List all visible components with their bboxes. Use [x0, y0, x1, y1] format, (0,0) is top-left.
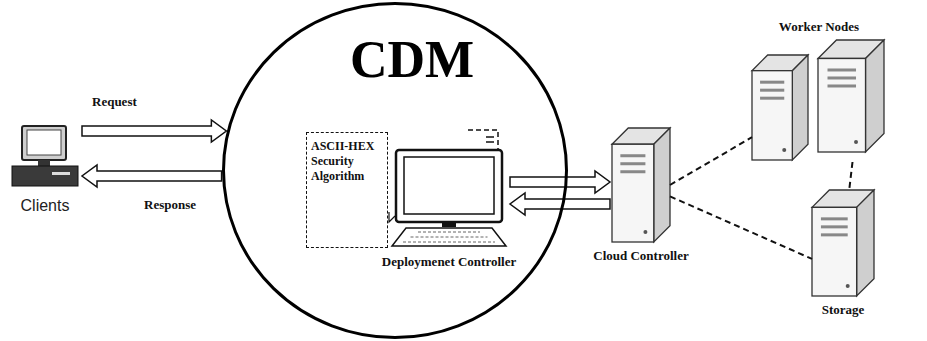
client-computer: Clients [10, 124, 80, 190]
security-algorithm-box: ASCII-HEX Security Algorithm [306, 132, 388, 248]
tower-outline [468, 130, 498, 150]
server-front [752, 71, 792, 160]
hollow-arrow [510, 171, 610, 193]
worker-node-servers: Worker Nodes [752, 38, 886, 162]
server-slot [828, 68, 857, 71]
deployment-computer-icon [389, 130, 506, 246]
server-slot [821, 233, 848, 236]
server-side [654, 128, 670, 242]
server-slot [760, 81, 784, 84]
server-front [812, 207, 857, 296]
storage-server: Storage [812, 190, 874, 296]
worker-node-icon [752, 55, 808, 160]
node-label: Deploymenet Controller [382, 254, 516, 270]
server-light [854, 140, 858, 144]
monitor [396, 150, 502, 222]
worker-node-icon [818, 40, 884, 152]
server-slot [620, 154, 645, 157]
server-front [612, 144, 654, 242]
keyboard [392, 228, 506, 246]
storage-icon [812, 190, 874, 296]
server-slot [828, 84, 857, 87]
key-row [411, 237, 488, 238]
node-label: Cloud Controller [593, 248, 688, 264]
case [12, 166, 78, 186]
key-row [418, 232, 480, 233]
monitor [22, 126, 66, 160]
server-side [857, 190, 874, 296]
server-slot [821, 217, 848, 220]
dashed-link [670, 196, 812, 259]
screen [27, 130, 61, 155]
server-slot [760, 89, 784, 92]
server-light [846, 284, 850, 288]
dashed-link [670, 137, 752, 185]
node-label: Storage [822, 302, 865, 318]
cloud-controller-icon [612, 128, 670, 242]
cloud-controller-server: Cloud Controller [612, 128, 670, 242]
deployment-controller: Deploymenet Controller [390, 146, 508, 248]
server-side [866, 40, 884, 152]
cdm-circle: ASCII-HEX Security AlgorithmDeploymenet … [222, 2, 568, 339]
node-label: Worker Nodes [779, 19, 859, 35]
key-row [403, 242, 495, 243]
hollow-arrow [82, 120, 226, 142]
circle-border [224, 4, 567, 338]
server-light [782, 148, 786, 152]
title-label: CDM [350, 30, 474, 90]
server-slot [620, 170, 645, 173]
server-slot [821, 225, 848, 228]
hollow-arrow [82, 165, 222, 187]
node-label: ASCII-HEX Security Algorithm [311, 139, 383, 184]
node-label: Clients [21, 196, 70, 215]
edge-label: Request [90, 94, 139, 110]
server-slot [760, 97, 784, 100]
stand [442, 222, 456, 227]
tower-marks [486, 137, 494, 142]
server-side [792, 55, 808, 160]
server-light [643, 230, 647, 234]
bracket-mark [389, 212, 395, 222]
edge-label: Response [142, 197, 198, 213]
stand [38, 160, 50, 166]
dashed-link [849, 162, 852, 190]
server-slot [828, 76, 857, 79]
server-front [818, 58, 866, 152]
server-slot [620, 162, 645, 165]
screen [404, 157, 494, 214]
client-computer-icon [12, 126, 78, 186]
drive-slot [52, 172, 70, 175]
